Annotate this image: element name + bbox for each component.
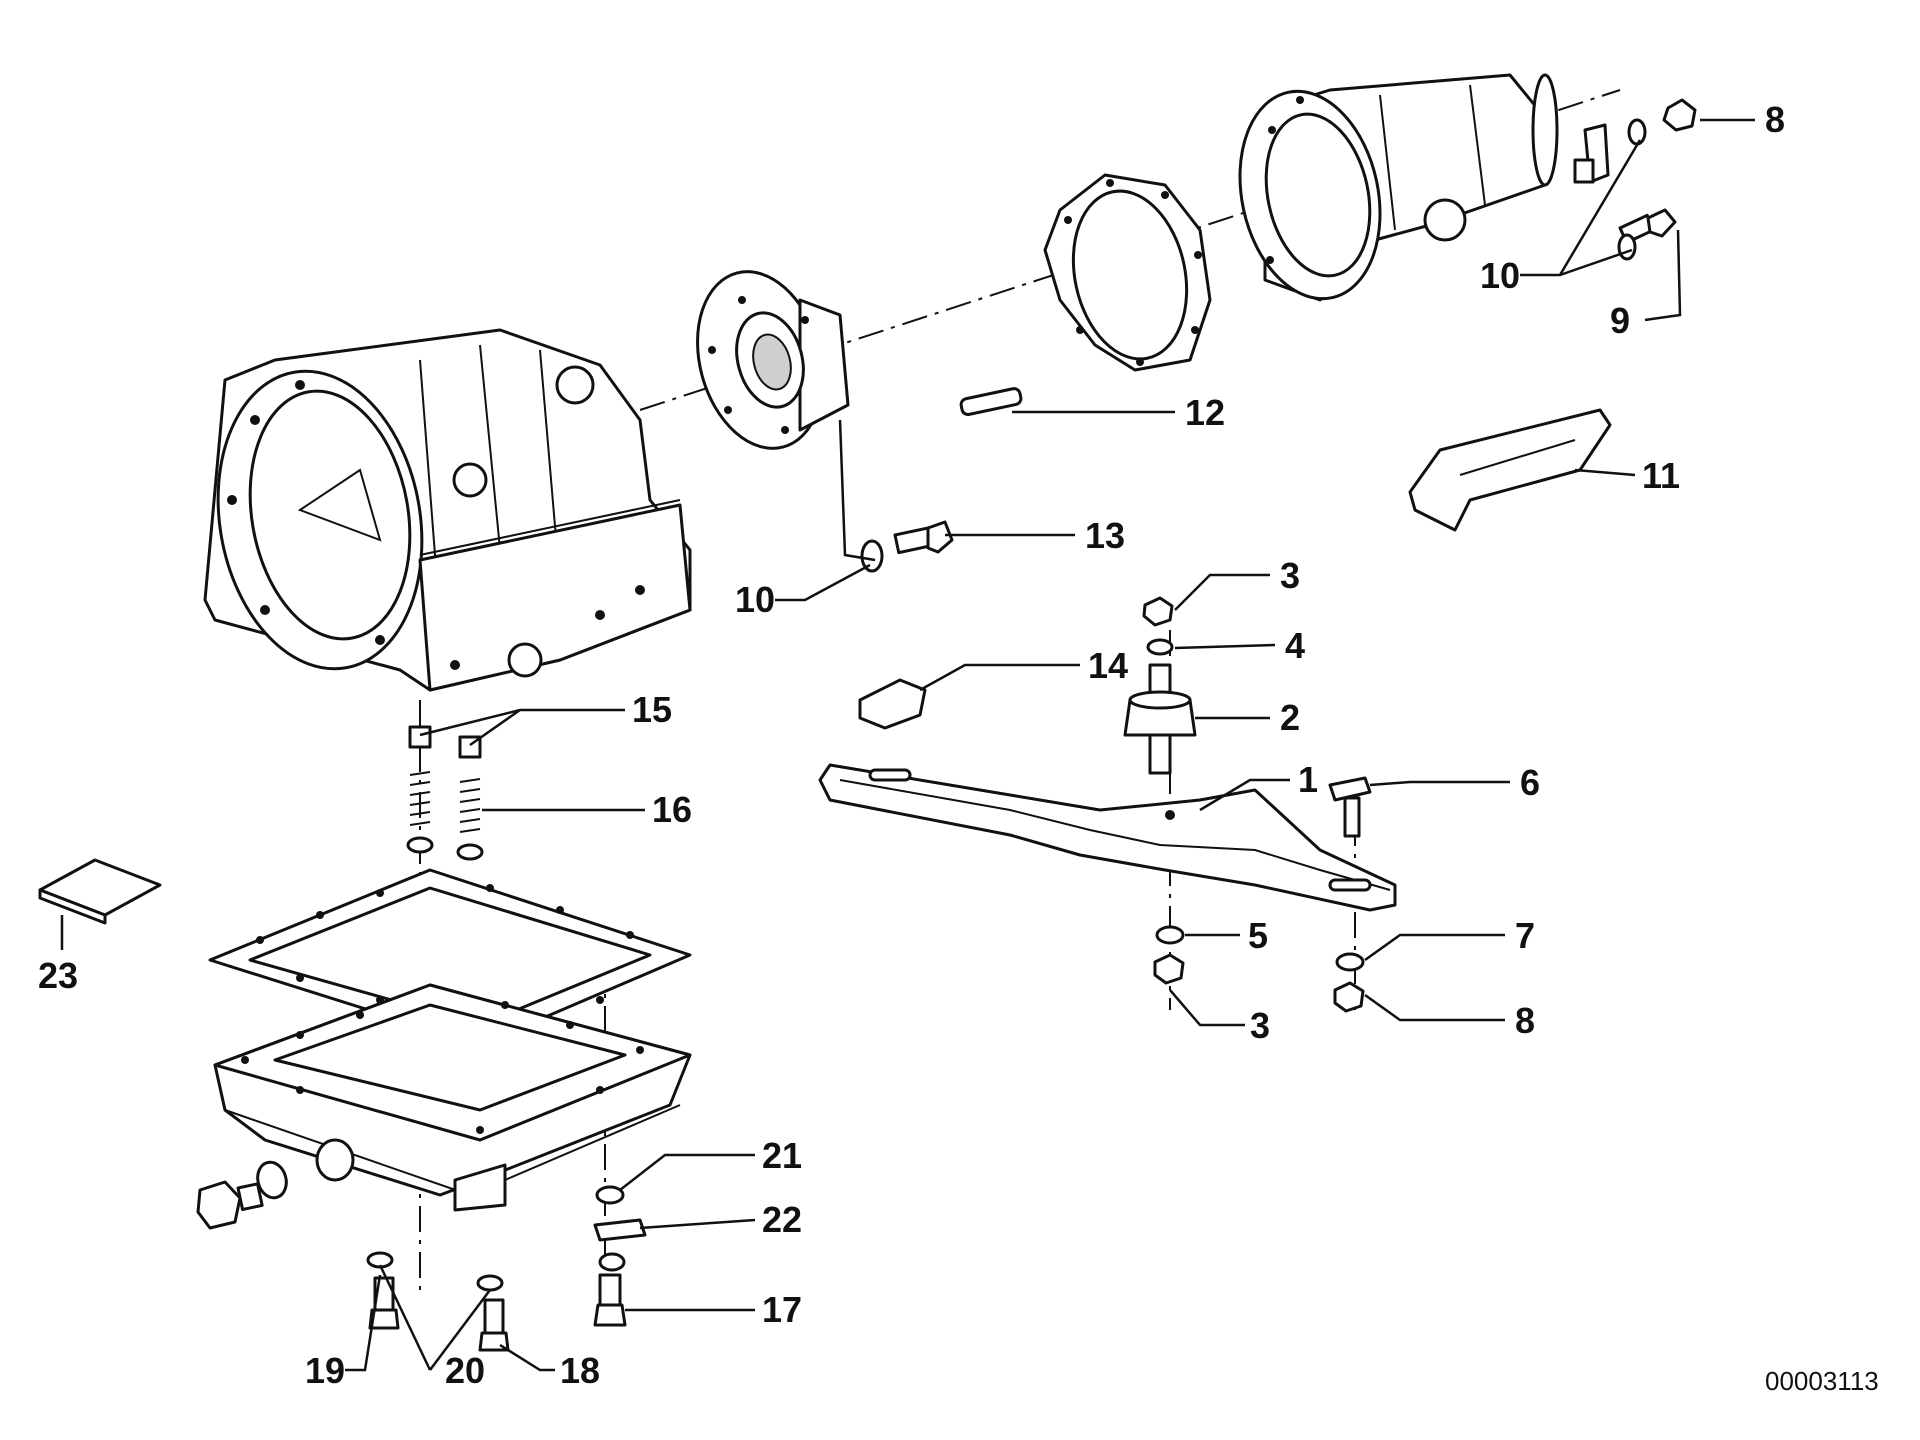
callout-9: 9 <box>1610 300 1630 341</box>
rear-extension-housing <box>1238 73 1559 302</box>
callout-21: 21 <box>762 1135 802 1176</box>
callout-5: 5 <box>1248 915 1268 956</box>
callout-1: 1 <box>1298 759 1318 800</box>
callout-20: 20 <box>445 1350 485 1391</box>
callout-11: 11 <box>1642 455 1680 496</box>
callout-17: 17 <box>762 1289 802 1330</box>
drawing-number: 00003113 <box>1765 1366 1879 1396</box>
callout-8-top: 8 <box>1765 99 1785 140</box>
callout-labels: 8 10 9 12 11 13 10 3 4 14 2 15 1 6 16 5 … <box>38 99 1785 1391</box>
drain-plug <box>196 1138 355 1230</box>
extension-gasket <box>1043 173 1212 372</box>
oil-pan-gasket <box>208 868 692 1047</box>
transmission-crossmember <box>818 763 1397 912</box>
callout-18: 18 <box>560 1350 600 1391</box>
filter-pad <box>38 858 162 925</box>
callout-13: 13 <box>1085 515 1125 556</box>
callout-8-bottom: 8 <box>1515 1000 1535 1041</box>
callout-7: 7 <box>1515 915 1535 956</box>
callout-10-bottom: 10 <box>735 579 775 620</box>
transmission-housing <box>203 328 692 692</box>
callout-16: 16 <box>652 789 692 830</box>
detent-springs <box>406 725 484 861</box>
callout-3-bottom: 3 <box>1250 1005 1270 1046</box>
callout-4: 4 <box>1285 625 1305 666</box>
callout-6: 6 <box>1520 762 1540 803</box>
bearing-flange <box>696 270 850 450</box>
callout-3-top: 3 <box>1280 555 1300 596</box>
callout-19: 19 <box>305 1350 345 1391</box>
callout-2: 2 <box>1280 697 1300 738</box>
fasteners <box>858 98 1697 1013</box>
callout-12: 12 <box>1185 392 1225 433</box>
callout-23: 23 <box>38 955 78 996</box>
leader-lines <box>60 118 1755 1372</box>
callout-14: 14 <box>1088 645 1128 686</box>
callout-22: 22 <box>762 1199 802 1240</box>
callout-15: 15 <box>632 689 672 730</box>
callout-10-top: 10 <box>1480 255 1520 296</box>
